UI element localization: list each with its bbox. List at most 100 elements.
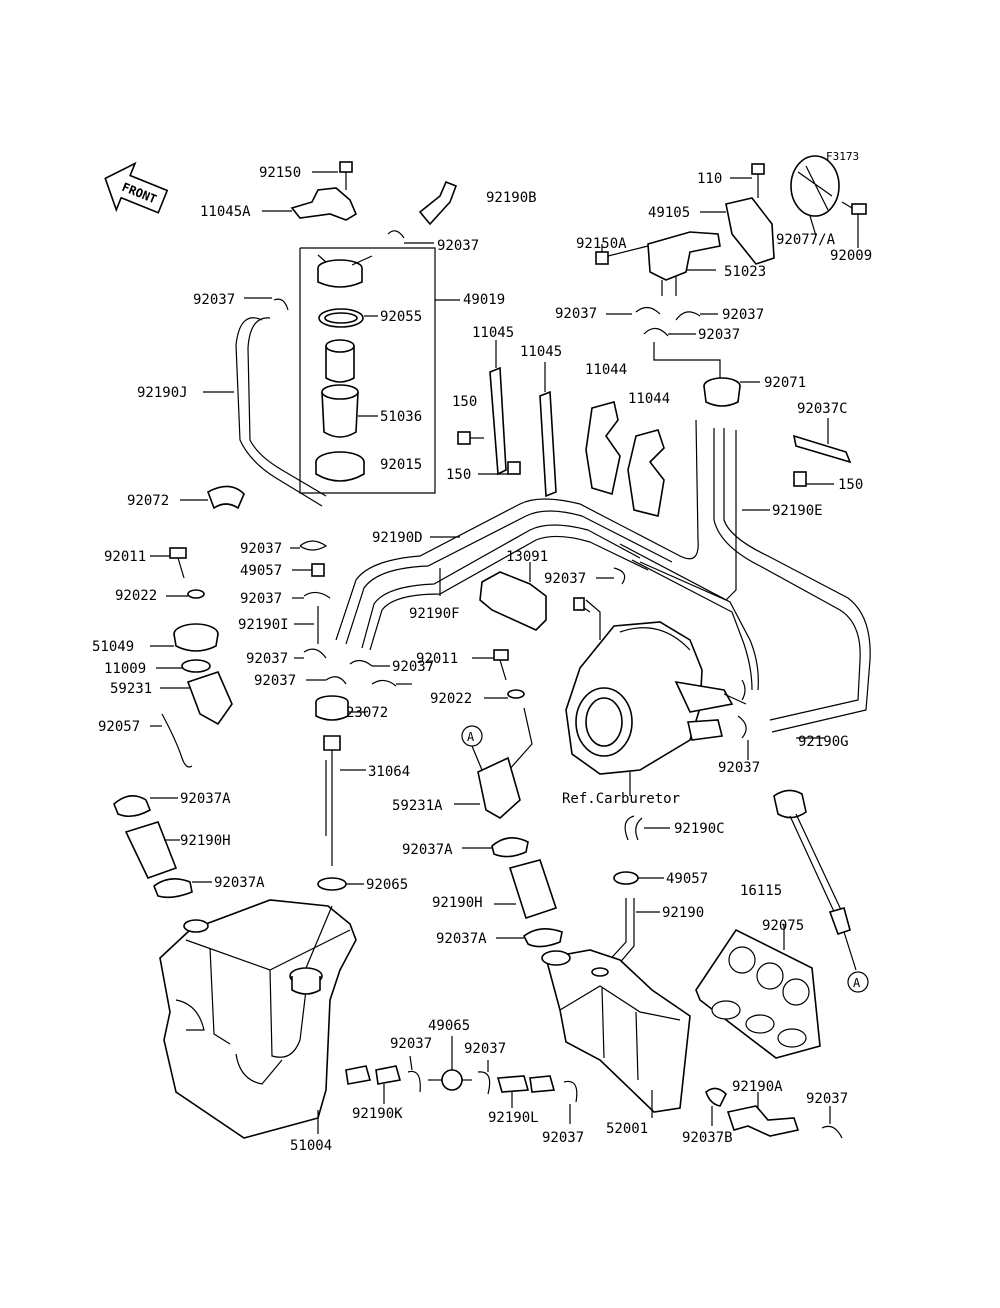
label-92190j: 92190J (137, 385, 188, 401)
label-92190h: 92190H (432, 895, 483, 911)
label-92037b: 92037B (682, 1130, 733, 1146)
clamp-92037-top (387, 230, 405, 239)
label-92037a: 92037A (214, 875, 265, 891)
label-49057: 49057 (666, 871, 708, 887)
label-49057: 49057 (240, 563, 282, 579)
label-92037: 92037 (390, 1036, 432, 1052)
label-23072: 23072 (346, 705, 388, 721)
label-92037a: 92037A (436, 931, 487, 947)
label-92037: 92037 (193, 292, 235, 308)
label-92190g: 92190G (798, 734, 849, 750)
label-49065: 49065 (428, 1018, 470, 1034)
label-92190k: 92190K (352, 1106, 403, 1122)
label-92190f: 92190F (409, 606, 460, 622)
label-92037: 92037 (437, 238, 479, 254)
label-92190d: 92190D (372, 530, 423, 546)
label-59231: 59231 (110, 681, 152, 697)
label-92150a: 92150A (576, 236, 627, 252)
label-92011: 92011 (104, 549, 146, 565)
oil-tank-52001 (541, 949, 691, 1118)
oil-tank-cap (773, 789, 857, 971)
label-51023: 51023 (724, 264, 766, 280)
label-92077a: 92077/A (776, 232, 836, 248)
label-92190: 92190 (662, 905, 704, 921)
shield-92075 (695, 924, 821, 1059)
clamp-92072 (207, 485, 245, 510)
clamp-92037-br (821, 1125, 843, 1139)
cap-92071 (653, 342, 760, 407)
hose-92190j (235, 317, 323, 507)
label-13091: 13091 (506, 549, 548, 565)
label-92022: 92022 (115, 588, 157, 604)
label-150: 150 (446, 467, 471, 483)
bracket-11045 (457, 340, 557, 498)
label-51036: 51036 (380, 409, 422, 425)
label-92037: 92037 (464, 1041, 506, 1057)
label-11045: 11045 (520, 344, 562, 360)
label-92011: 92011 (416, 651, 458, 667)
bracket-11045a (262, 161, 358, 221)
callout-a-top-label: A (467, 730, 475, 744)
label-92015: 92015 (380, 457, 422, 473)
hose-92190h-left (113, 795, 212, 899)
label-92037: 92037 (806, 1091, 848, 1107)
callout-a-bottom (847, 971, 869, 993)
oil-vent-line (603, 815, 670, 973)
clamp-92037-carb (737, 715, 747, 739)
inline-filter-49065 (345, 1036, 578, 1124)
label-92037: 92037 (555, 306, 597, 322)
label-49019: 49019 (463, 292, 505, 308)
bolt-92011 (493, 649, 509, 661)
label-92037: 92037 (240, 541, 282, 557)
gasket-92022 (507, 689, 525, 699)
hose-92190a (726, 1105, 800, 1137)
label-150: 150 (452, 394, 477, 410)
label-92037: 92037 (246, 651, 288, 667)
label-92065: 92065 (366, 877, 408, 893)
label-110: 110 (697, 171, 722, 187)
figure-code: F3173 (826, 150, 859, 163)
strap-92037c (792, 434, 852, 464)
label-92190a: 92190A (732, 1079, 783, 1095)
label-92022: 92022 (430, 691, 472, 707)
callout-a-bottom-label: A (853, 976, 861, 990)
clamp-92037-holder (613, 567, 626, 585)
label-92037c: 92037C (797, 401, 848, 417)
clamp-92037b (705, 1087, 727, 1107)
ref-carburetor-label: Ref.Carburetor (562, 791, 680, 807)
label-92075: 92075 (762, 918, 804, 934)
hose-92190b (418, 180, 458, 226)
small-parts-left (150, 547, 233, 768)
label-92190i: 92190I (238, 617, 289, 633)
label-92190e: 92190E (772, 503, 823, 519)
joint-59231a (477, 756, 521, 819)
label-11044: 11044 (585, 362, 627, 378)
label-92037: 92037 (544, 571, 586, 587)
label-11045a: 11045A (200, 204, 251, 220)
holder-13091 (479, 571, 547, 631)
label-11044: 11044 (628, 391, 670, 407)
bolt-150 (793, 471, 807, 487)
label-92190b: 92190B (486, 190, 537, 206)
clamps-92037-valve (606, 306, 718, 337)
label-11045: 11045 (472, 325, 514, 341)
small-parts-center (290, 540, 412, 687)
label-92071: 92071 (764, 375, 806, 391)
fuel-gauge-sender (315, 695, 366, 891)
label-49105: 49105 (648, 205, 690, 221)
fuel-tank-51004 (159, 899, 357, 1139)
label-92190c: 92190C (674, 821, 725, 837)
label-92037: 92037 (718, 760, 760, 776)
front-arrow-icon: FRONT (104, 161, 169, 214)
label-51004: 51004 (290, 1138, 332, 1154)
label-92055: 92055 (380, 309, 422, 325)
label-31064: 31064 (368, 764, 410, 780)
label-92037a: 92037A (180, 791, 231, 807)
label-92009: 92009 (830, 248, 872, 264)
label-51049: 51049 (92, 639, 134, 655)
label-92037a: 92037A (402, 842, 453, 858)
label-92072: 92072 (127, 493, 169, 509)
label-92150: 92150 (259, 165, 301, 181)
hose-92190h-mid (462, 837, 563, 948)
